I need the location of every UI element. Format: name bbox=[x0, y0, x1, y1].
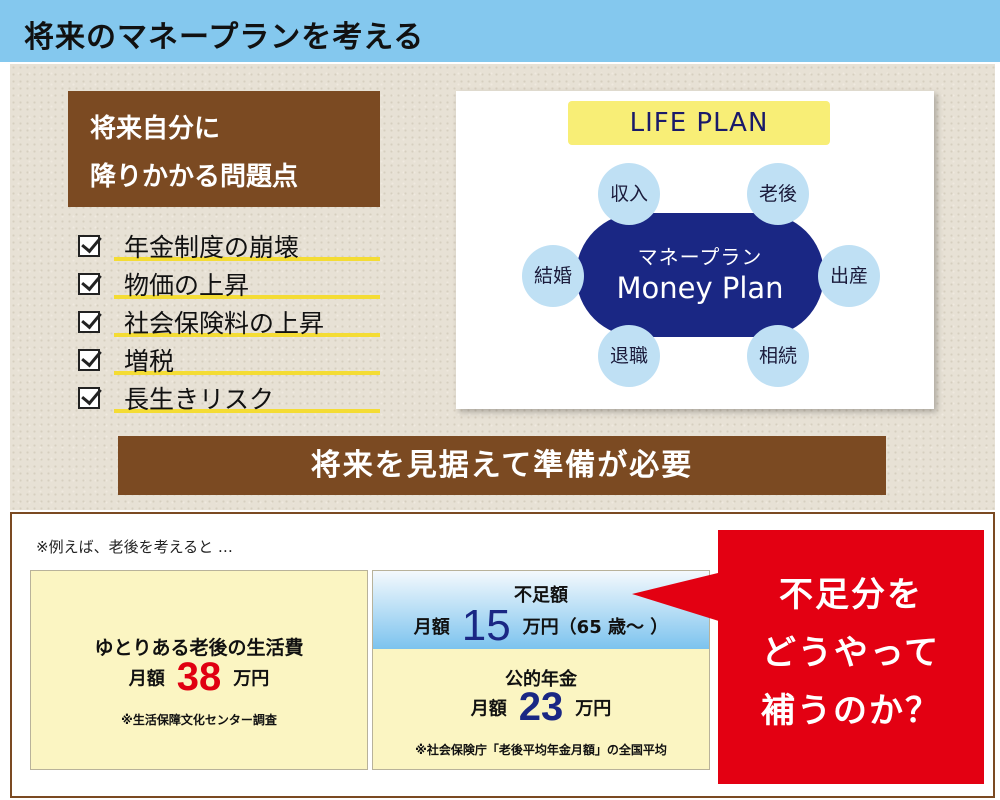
checklist-item: 長生きリスク bbox=[78, 379, 388, 417]
pension-comparison-box: 不足額 月額 15 万円（65 歳～ ） 公的年金 月額 23 万円 ※社会保険庁「老後… bbox=[372, 570, 710, 770]
money-plan-jp: マネープラン bbox=[637, 245, 763, 269]
issues-heading-line2: 降りかかる問題点 bbox=[90, 162, 299, 192]
checkbox-icon bbox=[78, 273, 100, 295]
money-plan-center: マネープラン Money Plan bbox=[576, 213, 824, 337]
living-cost-amount: 38 bbox=[176, 655, 222, 699]
checkbox-icon bbox=[78, 235, 100, 257]
unit-label: 万円（65 歳～ ） bbox=[522, 617, 669, 638]
checkbox-icon bbox=[78, 349, 100, 371]
highlight-underline bbox=[114, 333, 380, 337]
shortfall-question-callout: 不足分を どうやって 補うのか？ bbox=[718, 530, 984, 784]
highlight-underline bbox=[114, 409, 380, 413]
unit-label: 万円 bbox=[575, 698, 612, 720]
page-title: 将来のマネープランを考える bbox=[24, 20, 425, 55]
issues-heading-line1: 将来自分に bbox=[90, 114, 221, 144]
checklist-item: 年金制度の崩壊 bbox=[78, 227, 388, 265]
shortfall-amount: 15 bbox=[461, 601, 511, 650]
money-plan-en: Money Plan bbox=[616, 271, 784, 305]
pension-amount: 23 bbox=[518, 685, 564, 729]
node-retirement: 退職 bbox=[598, 325, 660, 387]
checkbox-icon bbox=[78, 387, 100, 409]
callout-line2: どうやって bbox=[761, 633, 941, 673]
highlight-underline bbox=[114, 371, 380, 375]
checklist-item-label: 社会保険料の上昇 bbox=[124, 309, 325, 338]
node-childbirth: 出産 bbox=[818, 245, 880, 307]
life-plan-card: LIFE PLAN マネープラン Money Plan 収入 老後 結婚 出産 … bbox=[456, 91, 934, 409]
checklist-item-label: 長生きリスク bbox=[124, 385, 275, 414]
pension-row: 月額 23 万円 bbox=[373, 685, 709, 730]
callout-pointer-icon bbox=[632, 572, 722, 622]
node-inheritance: 相続 bbox=[747, 325, 809, 387]
pension-title: 公的年金 bbox=[505, 669, 577, 690]
life-plan-label: LIFE PLAN bbox=[568, 101, 830, 145]
pension-source: ※社会保険庁「老後平均年金月額」の全国平均 bbox=[415, 743, 667, 757]
living-cost-box: ゆとりある老後の生活費 月額 38 万円 ※生活保障文化センター調査 bbox=[30, 570, 368, 770]
callout-line1: 不足分を bbox=[779, 575, 923, 615]
monthly-label: 月額 bbox=[470, 698, 507, 720]
shortfall-area: 不足額 月額 15 万円（65 歳～ ） bbox=[373, 571, 709, 651]
checklist-item-label: 増税 bbox=[124, 347, 175, 376]
checkbox-icon bbox=[78, 311, 100, 333]
header-band: 将来のマネープランを考える bbox=[0, 0, 1000, 64]
checklist-item: 物価の上昇 bbox=[78, 265, 388, 303]
example-note: ※例えば、老後を考えると … bbox=[36, 538, 233, 556]
checklist-item: 社会保険料の上昇 bbox=[78, 303, 388, 341]
shortfall-title: 不足額 bbox=[514, 585, 568, 606]
living-cost-row: 月額 38 万円 bbox=[31, 655, 367, 700]
checklist-item-label: 年金制度の崩壊 bbox=[124, 233, 300, 262]
checklist-item-label: 物価の上昇 bbox=[124, 271, 250, 300]
node-income: 収入 bbox=[598, 163, 660, 225]
monthly-label: 月額 bbox=[128, 668, 165, 690]
shortfall-row: 月額 15 万円（65 歳～ ） bbox=[373, 601, 709, 651]
living-cost-source: ※生活保障文化センター調査 bbox=[121, 713, 277, 727]
checklist-item: 増税 bbox=[78, 341, 388, 379]
living-cost-title: ゆとりある老後の生活費 bbox=[94, 637, 304, 659]
issues-checklist: 年金制度の崩壊 物価の上昇 社会保険料の上昇 増税 長生きリスク bbox=[78, 227, 388, 417]
node-marriage: 結婚 bbox=[522, 245, 584, 307]
highlight-underline bbox=[114, 257, 380, 261]
preparation-banner: 将来を見据えて準備が必要 bbox=[118, 436, 886, 495]
issues-heading-box: 将来自分に 降りかかる問題点 bbox=[68, 91, 380, 207]
callout-line3: 補うのか？ bbox=[761, 691, 941, 731]
node-old-age: 老後 bbox=[747, 163, 809, 225]
unit-label: 万円 bbox=[233, 668, 270, 690]
monthly-label: 月額 bbox=[413, 617, 450, 638]
highlight-underline bbox=[114, 295, 380, 299]
